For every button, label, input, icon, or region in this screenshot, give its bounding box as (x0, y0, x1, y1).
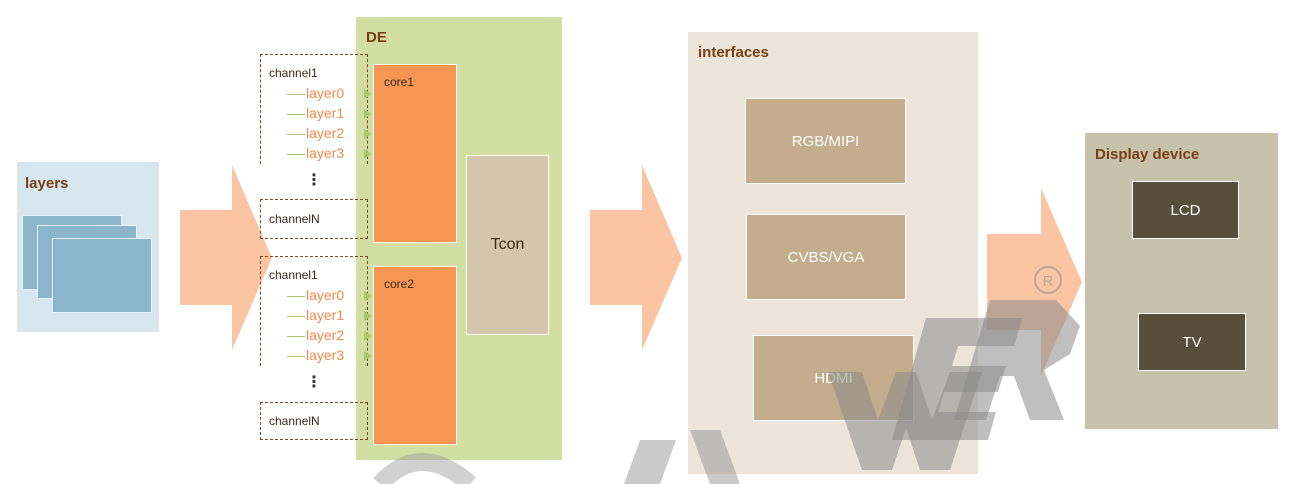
interface-label: CVBS/VGA (787, 248, 865, 266)
layer-label: layer0 (306, 85, 345, 101)
layer-connector (287, 336, 305, 337)
layers-panel-title: layers (25, 175, 69, 192)
interface-rgb-mipi: RGB/MIPI (745, 98, 906, 184)
layer-connector (287, 296, 305, 297)
layer-connector (287, 134, 305, 135)
display-device-panel-title: Display device (1095, 146, 1200, 163)
interfaces-panel-title: interfaces (698, 44, 769, 61)
interface-label: RGB/MIPI (791, 132, 860, 150)
layer-label: layer0 (306, 287, 345, 303)
layer-label: layer3 (306, 145, 345, 161)
layer-arrow-icon (364, 311, 372, 321)
channel-group-box (260, 199, 368, 239)
flow-arrow-de-to-interfaces (590, 165, 682, 350)
interface-label: HDMI (814, 369, 853, 387)
ellipsis-icon: ⋮ (306, 172, 322, 189)
core1-label: core1 (384, 75, 415, 89)
display-device-panel: Display device (1085, 133, 1278, 429)
core2-label: core2 (384, 277, 415, 291)
layer-arrow-icon (364, 149, 372, 159)
layer-arrow-icon (364, 109, 372, 119)
flow-arrow-interfaces-to-display (987, 188, 1082, 376)
layer-connector (287, 316, 305, 317)
flow-arrow-layers-to-de (180, 165, 272, 350)
interface-hdmi: HDMI (753, 335, 914, 421)
device-tv: TV (1138, 313, 1246, 371)
layer-connector (287, 154, 305, 155)
layer-connector (287, 94, 305, 95)
de-panel-title: DE (366, 29, 387, 46)
channel-label: channel1 (269, 268, 318, 282)
layer-arrow-icon (364, 351, 372, 361)
channel-group-spine (260, 54, 261, 164)
core2-block: core2 (373, 266, 457, 445)
device-label: LCD (1170, 201, 1201, 219)
tcon-block: Tcon (466, 155, 549, 335)
device-lcd: LCD (1132, 181, 1239, 239)
layer-label: layer2 (306, 327, 345, 343)
layer-label: layer1 (306, 307, 345, 323)
interface-cvbs-vga: CVBS/VGA (746, 214, 906, 300)
layer-arrow-icon (364, 331, 372, 341)
tcon-label: Tcon (490, 236, 525, 253)
device-label: TV (1182, 333, 1202, 351)
channel-group-box (260, 402, 368, 440)
ellipsis-icon: ⋮ (306, 374, 322, 391)
layer-arrow-icon (364, 291, 372, 301)
channel-label: channel1 (269, 66, 318, 80)
layer-label: layer2 (306, 125, 345, 141)
core1-block: core1 (373, 64, 457, 243)
layer-label: layer3 (306, 347, 345, 363)
layer-arrow-icon (364, 89, 372, 99)
layer-sheet-icon (52, 238, 152, 313)
layer-label: layer1 (306, 105, 345, 121)
layer-connector (287, 114, 305, 115)
channel-label: channelN (269, 414, 320, 428)
layer-connector (287, 356, 305, 357)
channel-label: channelN (269, 212, 320, 226)
layers-panel: layers (17, 162, 159, 332)
layer-arrow-icon (364, 129, 372, 139)
